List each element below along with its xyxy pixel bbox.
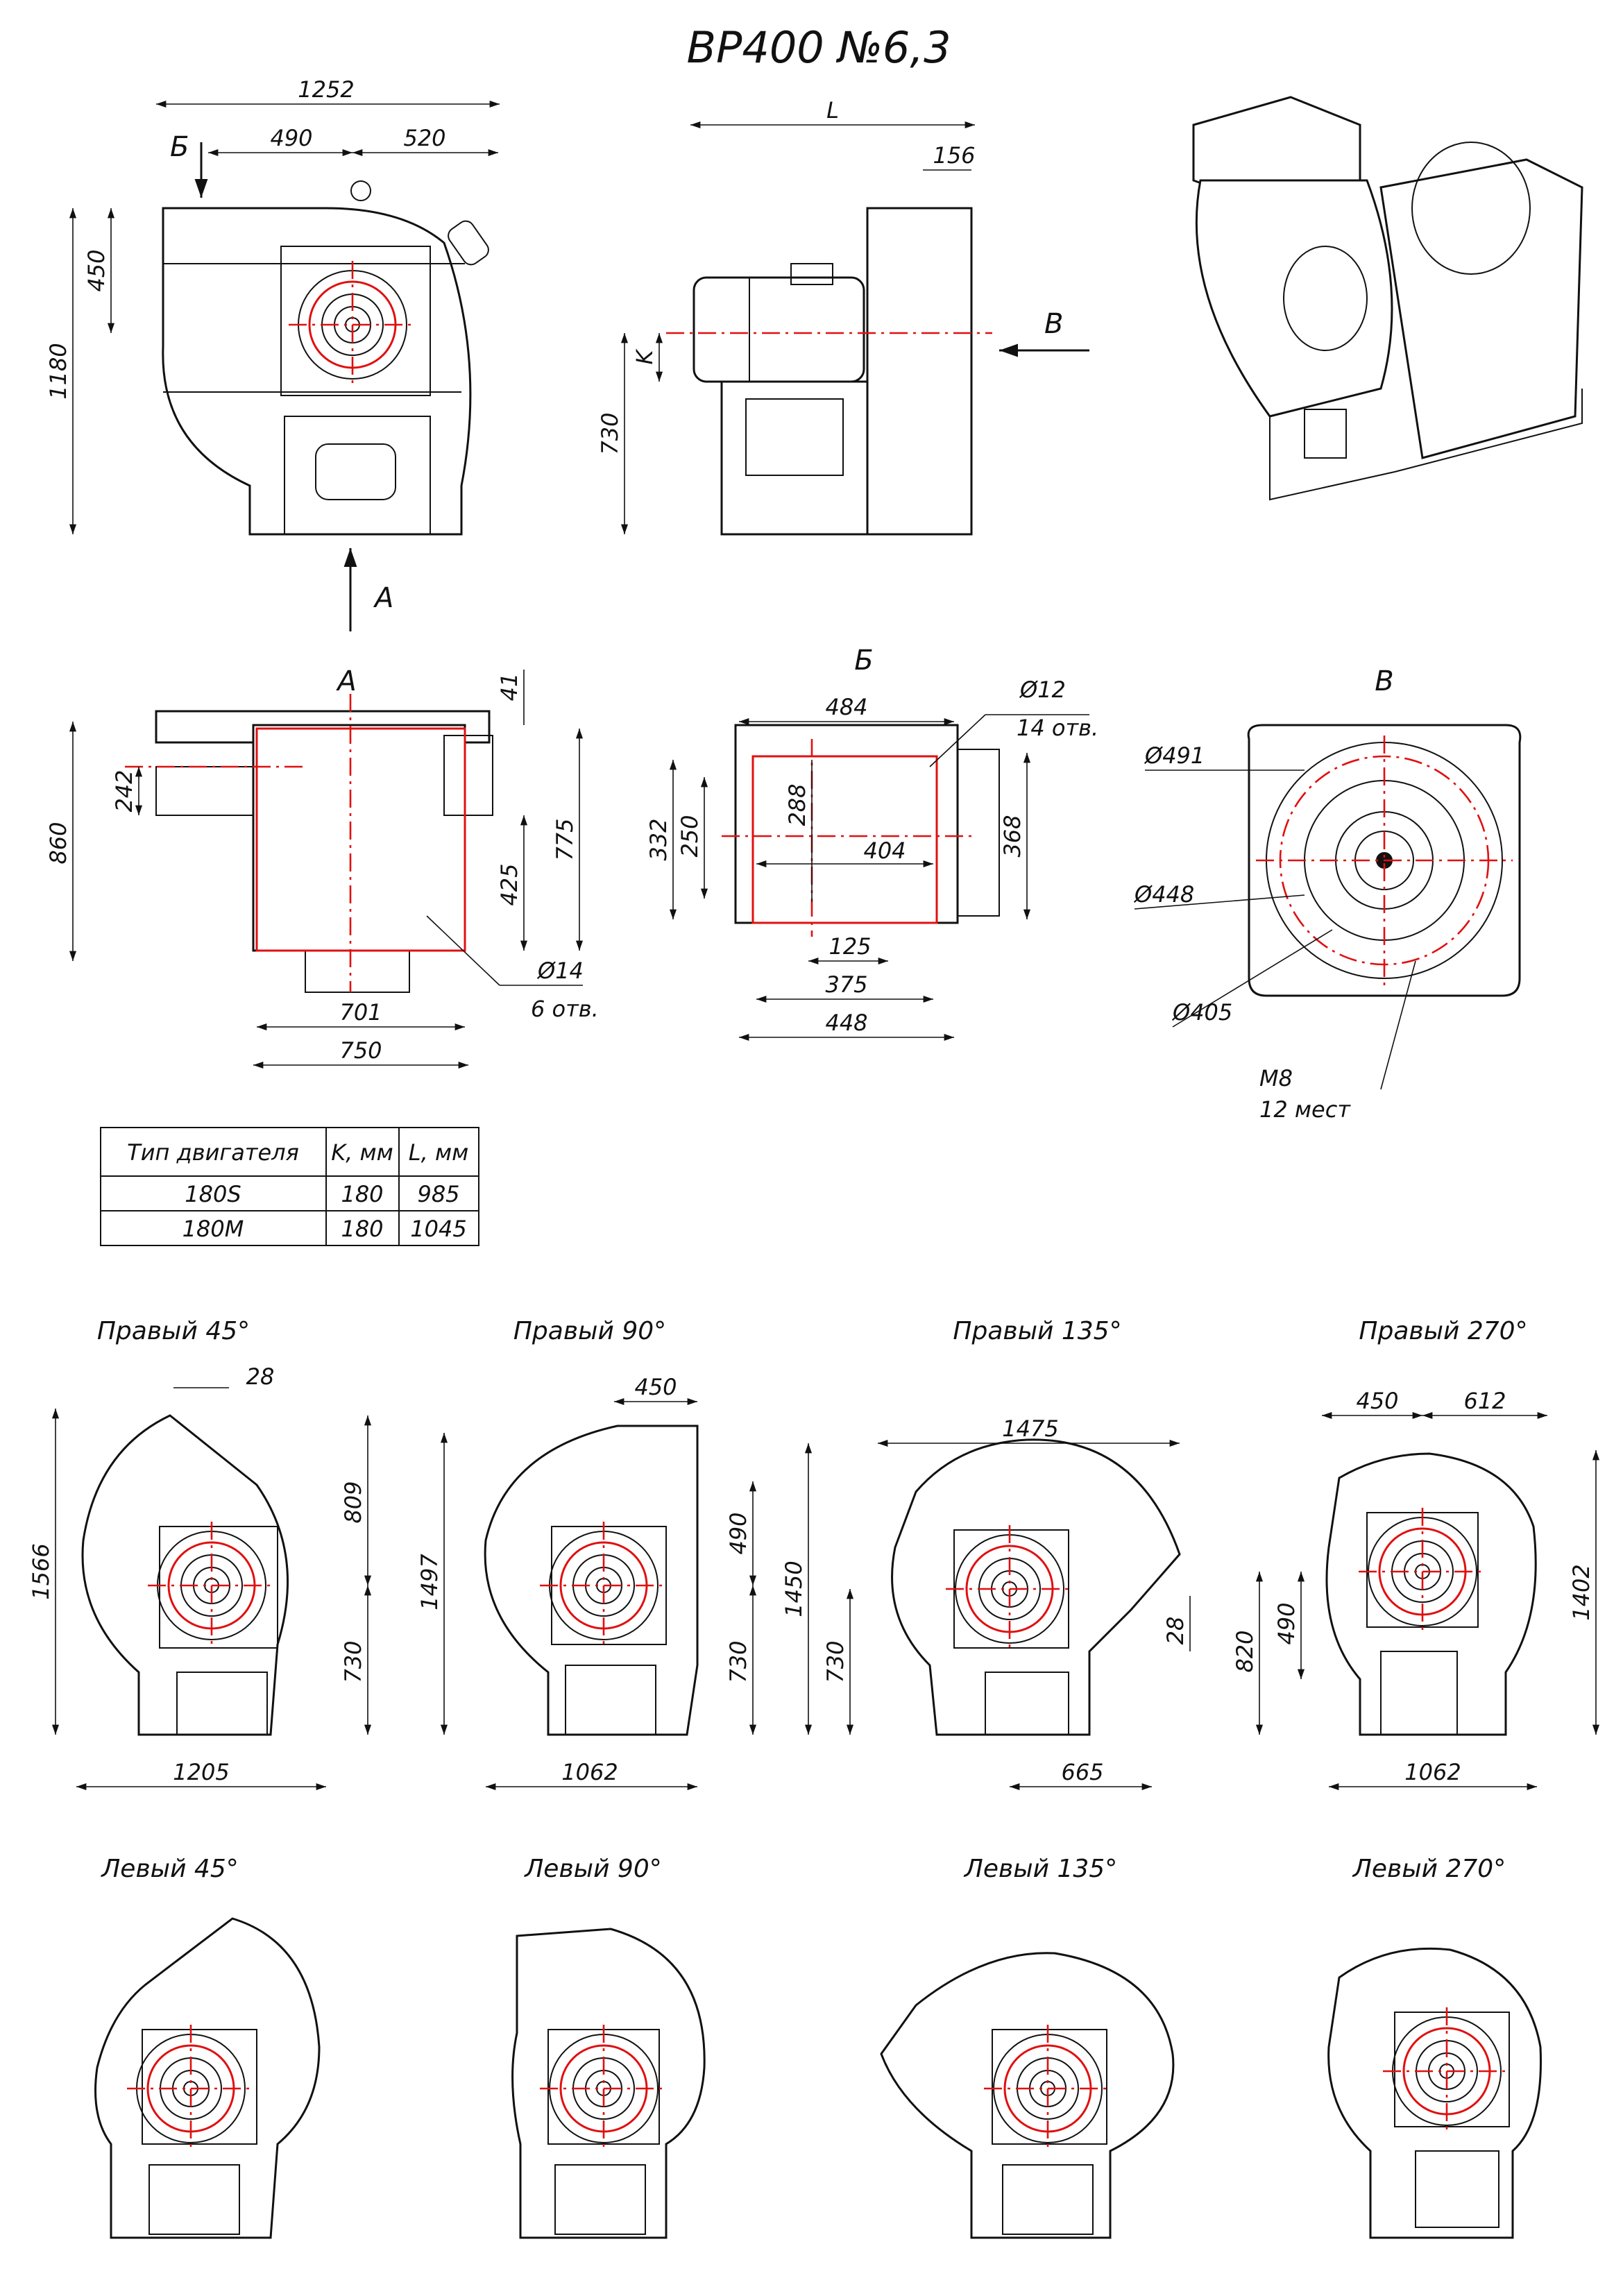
position-label: Правый 270° <box>1359 1317 1527 1345</box>
pos-r45-dim-730: 730 <box>340 1640 366 1683</box>
section-b-label: Б <box>854 645 873 677</box>
front-view-a-marker: А <box>373 582 393 614</box>
section-a-dim-860: 860 <box>45 822 71 864</box>
motor-table-header-type: Тип двигателя <box>127 1139 299 1166</box>
position-label: Левый 270° <box>1352 1855 1506 1883</box>
side-dim-k: K <box>631 348 658 364</box>
position-left-135: Левый 135° <box>880 1855 1175 2239</box>
section-a-hole-dia: Ø14 <box>536 958 584 984</box>
section-v: В Ø491 Ø448 Ø405 М8 12 мест <box>1133 665 1522 1123</box>
side-dim-156: 156 <box>933 142 975 169</box>
position-label: Правый 90° <box>513 1317 666 1345</box>
section-b-dim-404: 404 <box>863 837 906 864</box>
section-a-dim-425: 425 <box>496 863 522 905</box>
position-label: Правый 45° <box>97 1317 250 1345</box>
section-a-dim-775: 775 <box>552 818 578 860</box>
position-label: Левый 45° <box>100 1855 239 1883</box>
position-left-45: Левый 45° <box>94 1855 321 2239</box>
front-dim-490: 490 <box>270 125 312 151</box>
motor-table-header-k: K, мм <box>331 1139 393 1166</box>
pos-r135-dim-665: 665 <box>1061 1759 1103 1785</box>
position-label: Левый 90° <box>523 1855 662 1883</box>
section-b-hole-dia: Ø12 <box>1019 677 1066 703</box>
pos-r90-dim-450: 450 <box>634 1374 677 1400</box>
drawing-title: ВР400 №6,3 <box>686 22 951 73</box>
section-b-dim-332: 332 <box>645 818 672 860</box>
pos-r135-dim-28: 28 <box>1162 1617 1189 1645</box>
section-v-dim-491: Ø491 <box>1144 742 1205 769</box>
motor-table-cell-r2-l: 1045 <box>410 1216 466 1242</box>
motor-table-cell-r1-l: 985 <box>417 1181 459 1207</box>
pos-r45-dim-1205: 1205 <box>173 1759 229 1785</box>
pos-r270-dim-1402: 1402 <box>1568 1564 1595 1620</box>
pos-r270-dim-490: 490 <box>1273 1602 1300 1644</box>
position-right-135: Правый 135° 1475 1450 730 28 665 <box>781 1317 1191 1791</box>
side-view-v-marker: В <box>1044 308 1063 340</box>
side-dim-730: 730 <box>597 412 623 454</box>
pos-r135-dim-1475: 1475 <box>1002 1415 1058 1442</box>
section-b: Б 484 Ø12 14 отв. 332 250 288 404 368 12… <box>645 645 1098 1041</box>
section-v-dim-448: Ø448 <box>1133 881 1194 908</box>
section-v-dim-405: Ø405 <box>1171 999 1232 1026</box>
motor-table-cell-r1-type: 180S <box>185 1181 241 1207</box>
section-a-hole-count: 6 отв. <box>531 996 599 1022</box>
pos-r45-dim-809: 809 <box>340 1481 366 1523</box>
section-b-hole-count: 14 отв. <box>1017 715 1098 741</box>
section-v-thread: М8 <box>1259 1065 1293 1091</box>
pos-r90-dim-730: 730 <box>725 1640 751 1683</box>
section-a-dim-701: 701 <box>339 999 382 1026</box>
position-right-90: Правый 90° 1497 490 730 450 1062 <box>416 1317 757 1791</box>
position-right-45: Правый 45° 1566 809 730 28 1205 <box>28 1317 372 1791</box>
position-label: Левый 135° <box>963 1855 1117 1883</box>
front-dim-1252: 1252 <box>298 76 354 103</box>
side-view: L 156 730 K В <box>597 97 1089 536</box>
section-b-dim-448: 448 <box>825 1010 867 1036</box>
pos-r45-dim-28: 28 <box>246 1363 275 1390</box>
motor-table-cell-r2-type: 180M <box>182 1216 244 1242</box>
pos-r270-dim-820: 820 <box>1232 1630 1258 1672</box>
pos-r135-dim-1450: 1450 <box>781 1561 807 1617</box>
position-left-90: Левый 90° <box>511 1855 706 2239</box>
position-label: Правый 135° <box>953 1317 1121 1345</box>
isometric-view <box>1192 96 1583 501</box>
motor-table-cell-r2-k: 180 <box>341 1216 383 1242</box>
section-b-dim-288: 288 <box>784 783 810 826</box>
section-b-dim-368: 368 <box>999 815 1026 857</box>
pos-r90-dim-1497: 1497 <box>416 1554 443 1610</box>
pos-r90-dim-490: 490 <box>725 1512 751 1554</box>
pos-r270-dim-612: 612 <box>1463 1388 1506 1414</box>
section-a-dim-41: 41 <box>496 673 522 701</box>
pos-r90-dim-1062: 1062 <box>561 1759 618 1785</box>
front-view: 1252 490 520 1180 450 Б А <box>45 76 500 631</box>
pos-r135-dim-730: 730 <box>822 1640 849 1683</box>
front-dim-520: 520 <box>403 125 445 151</box>
position-left-270: Левый 270° <box>1327 1855 1542 2239</box>
front-dim-450: 450 <box>83 249 110 291</box>
motor-table-cell-r1-k: 180 <box>341 1181 383 1207</box>
section-b-dim-484: 484 <box>825 694 867 720</box>
motor-table: Тип двигателя K, мм L, мм 180S 180 985 1… <box>100 1127 479 1246</box>
section-v-places: 12 мест <box>1259 1096 1351 1123</box>
pos-r270-dim-1062: 1062 <box>1404 1759 1461 1785</box>
pos-r270-dim-450: 450 <box>1356 1388 1398 1414</box>
position-right-270: Правый 270° 450 612 820 490 1402 1062 <box>1232 1317 1600 1791</box>
section-b-dim-125: 125 <box>829 933 871 960</box>
section-a-dim-750: 750 <box>339 1037 382 1064</box>
section-b-dim-375: 375 <box>825 971 867 998</box>
front-dim-1180: 1180 <box>45 343 71 399</box>
front-view-b-marker: Б <box>170 131 189 163</box>
pos-r45-dim-1566: 1566 <box>28 1543 54 1599</box>
section-a-label: А <box>335 665 356 697</box>
section-a-dim-242: 242 <box>111 769 137 812</box>
section-b-dim-250: 250 <box>677 815 703 857</box>
section-a: А 860 242 41 775 425 701 750 Ø14 6 отв. <box>45 665 599 1069</box>
side-dim-l: L <box>826 97 839 124</box>
section-v-label: В <box>1375 665 1393 697</box>
motor-table-header-l: L, мм <box>409 1139 468 1166</box>
